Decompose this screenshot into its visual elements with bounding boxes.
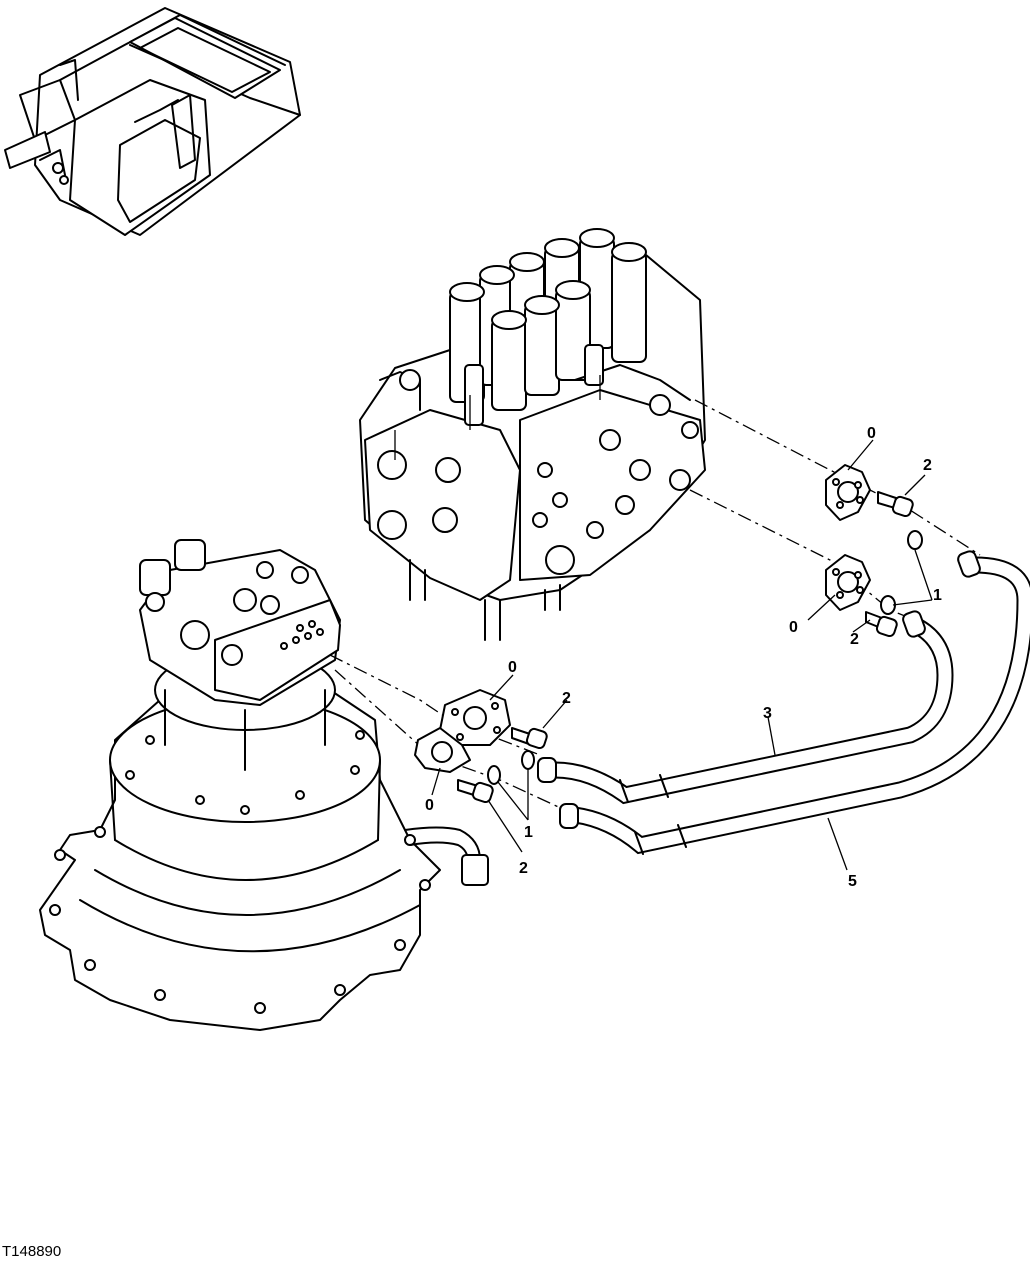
hose-3	[537, 610, 954, 805]
excavator-locator-illustration	[4, 7, 301, 236]
callout-2-mid-screw: 2	[850, 631, 859, 648]
mid-cap-screw	[865, 611, 898, 638]
callout-0-motor-flange-upper: 0	[508, 659, 517, 676]
lower-cap-screw-lower	[457, 779, 494, 804]
upper-cap-screw	[877, 491, 914, 518]
callout-2-motor-screw-upper: 2	[562, 690, 571, 707]
callout-2-upper-screw: 2	[923, 457, 932, 474]
callout-0-mid-flange: 0	[789, 619, 798, 636]
callout-0-motor-flange-lower: 0	[425, 797, 434, 814]
lower-o-ring-lower	[487, 765, 501, 785]
mid-split-flange	[825, 554, 871, 611]
callout-1-motor-o-ring: 1	[524, 824, 533, 841]
callout-2-motor-screw-lower: 2	[519, 860, 528, 877]
callout-labels: 0 2 0 1 2 0 2 0 1 2 3 5	[425, 425, 942, 890]
lower-cap-screw-upper	[511, 727, 548, 750]
lower-o-ring-upper	[521, 750, 535, 770]
upper-split-flange	[825, 464, 871, 521]
figure-id-label: T148890	[2, 1243, 62, 1260]
callout-3-hose: 3	[763, 705, 772, 722]
control-valve-illustration	[359, 228, 706, 641]
swing-motor-illustration	[39, 539, 489, 1031]
upper-o-ring	[907, 530, 923, 550]
mid-o-ring	[880, 595, 896, 615]
callout-5-hose: 5	[848, 873, 857, 890]
callout-0-upper-flange: 0	[867, 425, 876, 442]
hose-5	[559, 550, 1030, 855]
lower-split-flange-lower	[414, 727, 471, 773]
callout-1-mid-o-ring: 1	[933, 587, 942, 604]
callout-leaders	[431, 439, 933, 871]
